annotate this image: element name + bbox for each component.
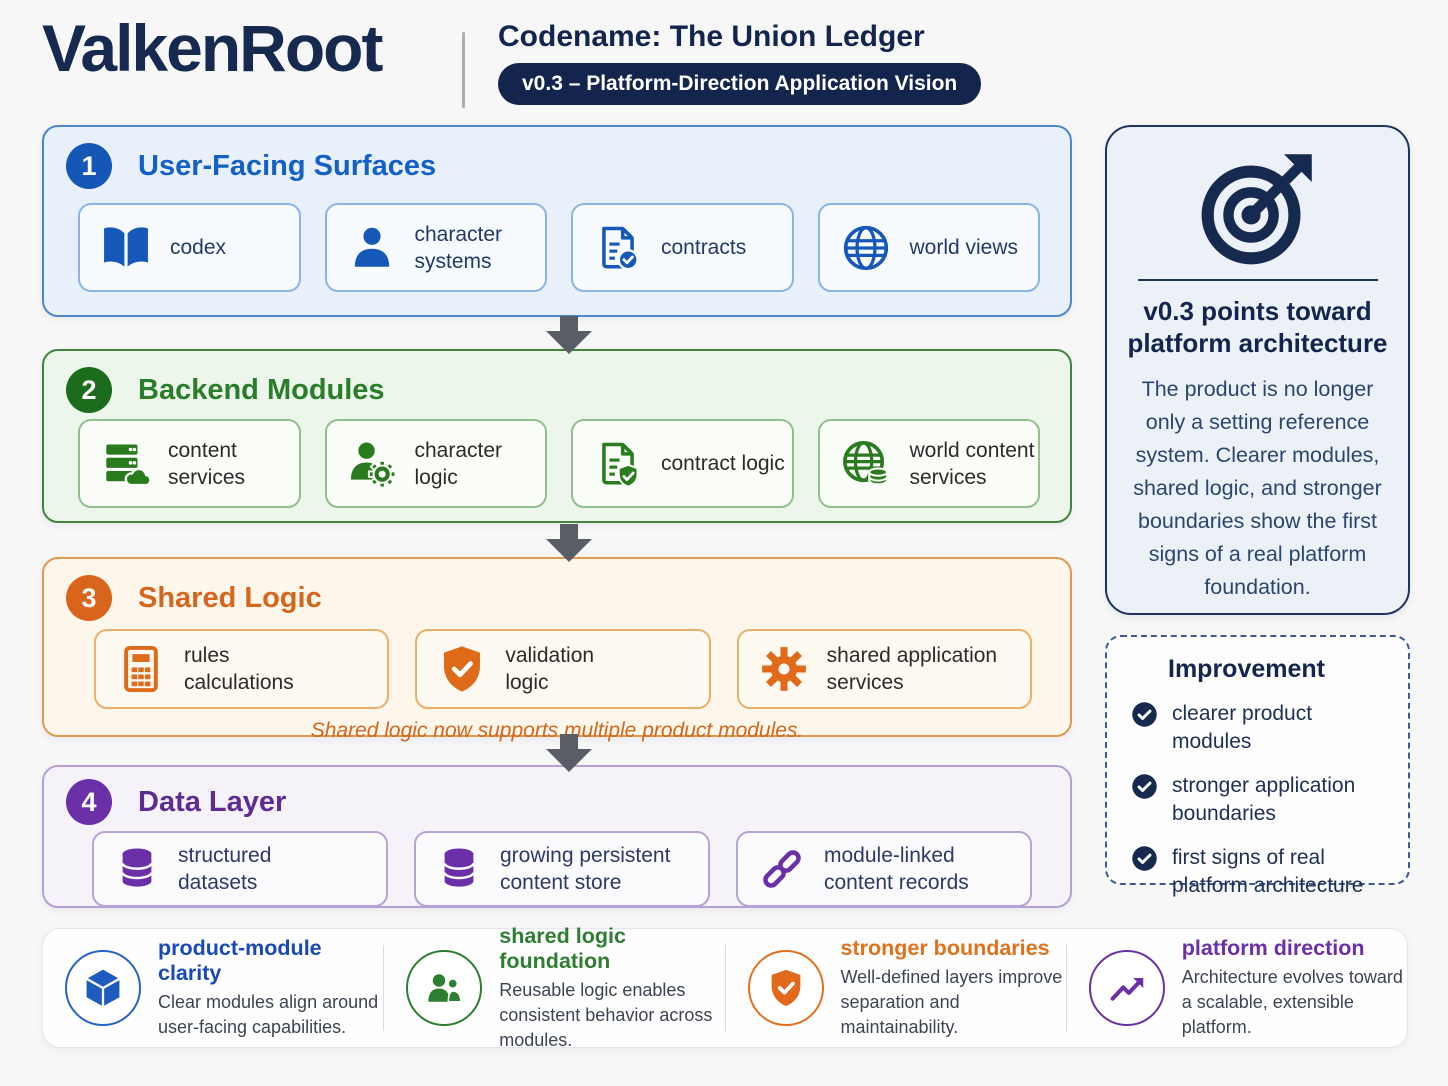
card-character-systems: character systems: [324, 203, 547, 292]
improvement-card: Improvement clearer product modules stro…: [1105, 635, 1410, 897]
codename-title: Codename: The Union Ledger: [498, 20, 925, 53]
card-shared-application-services: shared application services: [736, 629, 1032, 709]
section-number-badge: 3: [66, 575, 112, 621]
improvement-item-text: stronger application boundaries: [1172, 774, 1356, 825]
footer-item-desc: Clear modules align around user-facing c…: [158, 992, 379, 1037]
card-contracts: contracts: [571, 203, 794, 292]
target-icon: [1107, 149, 1408, 267]
footer-item-product-module-clarity: product-module clarity Clear modules ali…: [43, 936, 383, 1037]
flow-arrow-down: [546, 316, 592, 354]
card-world-content-services: world content services: [817, 419, 1040, 508]
shield-check-icon: [437, 644, 487, 694]
footer-item-desc: Reusable logic enables consistent behavi…: [499, 979, 713, 1050]
footer-item-desc: Well-defined layers improve separation a…: [840, 967, 1063, 1037]
app-logo: ValkenRoot: [42, 11, 383, 85]
footer-item-shared-logic-foundation: shared logic foundation Reusable logic e…: [383, 924, 724, 1050]
database-icon: [114, 846, 160, 892]
people-icon: [406, 950, 483, 1026]
card-contract-logic: contract logic: [571, 419, 794, 508]
footer-item-platform-direction: platform direction Architecture evolves …: [1065, 936, 1407, 1037]
card-structured-datasets: structured datasets: [92, 831, 388, 907]
database-icon: [436, 846, 482, 892]
section-number-badge: 1: [66, 143, 112, 189]
card-content-services: content services: [78, 419, 301, 508]
vision-divider: [1137, 279, 1378, 281]
document-check-icon: [593, 223, 643, 273]
trend-up-icon: [1088, 950, 1165, 1026]
vision-title: v0.3 points toward platform architecture: [1127, 296, 1388, 358]
card-label: contracts: [661, 236, 747, 259]
version-badge: v0.3 – Platform-Direction Application Vi…: [498, 63, 982, 105]
card-label: character systems: [414, 222, 503, 273]
footer-item-title: stronger boundaries: [840, 936, 1050, 960]
card-validation-logic: validation logic: [415, 629, 711, 709]
card-label: contract logic: [661, 452, 785, 475]
flow-arrow-down: [546, 524, 592, 562]
card-label: growing persistent content store: [500, 844, 671, 894]
section-data-layer: 4 Data Layer structured datasets: [42, 765, 1072, 908]
improvement-item: stronger application boundaries: [1131, 772, 1388, 828]
card-world-views: world views: [817, 203, 1040, 292]
document-shield-icon: [593, 439, 643, 489]
footer-item-title: product-module clarity: [158, 936, 322, 985]
section-number-badge: 4: [66, 779, 112, 825]
card-label: shared application services: [826, 644, 998, 694]
improvement-item: first signs of real platform architectur…: [1131, 844, 1388, 900]
card-codex: codex: [78, 203, 301, 292]
section-title: User-Facing Surfaces: [138, 149, 437, 182]
gear-icon: [759, 644, 809, 694]
server-cloud-icon: [100, 439, 150, 489]
footer-summary-bar: product-module clarity Clear modules ali…: [42, 924, 1408, 1050]
card-label: content services: [168, 438, 246, 489]
card-label: structured datasets: [178, 844, 272, 894]
footer-item-desc: Architecture evolves toward a scalable, …: [1181, 967, 1403, 1037]
globe-icon: [840, 222, 892, 274]
card-growing-persistent-content-store: growing persistent content store: [414, 831, 710, 907]
shield-icon: [747, 950, 824, 1026]
calculator-icon: [116, 644, 166, 694]
card-label: codex: [170, 236, 227, 259]
card-label: world views: [909, 236, 1019, 259]
card-rules-calculations: rules calculations: [94, 629, 390, 709]
section-title: Data Layer: [138, 785, 287, 818]
footer-item-title: shared logic foundation: [499, 923, 626, 973]
check-circle-icon: [1131, 701, 1158, 728]
improvement-item: clearer product modules: [1131, 700, 1388, 756]
card-character-logic: character logic: [324, 419, 547, 508]
header-divider: [462, 32, 465, 108]
person-gear-icon: [347, 439, 397, 489]
section-title: Backend Modules: [138, 373, 385, 406]
globe-database-icon: [840, 438, 892, 490]
card-label: validation logic: [505, 644, 595, 694]
card-module-linked-content-records: module-linked content records: [736, 831, 1032, 907]
check-circle-icon: [1131, 845, 1158, 872]
person-icon: [347, 223, 397, 273]
improvement-title: Improvement: [1168, 655, 1325, 683]
link-icon: [758, 845, 806, 893]
improvement-item-text: clearer product modules: [1172, 702, 1313, 753]
section-user-facing-surfaces: 1 User-Facing Surfaces codex char: [42, 125, 1072, 317]
cube-icon: [65, 950, 141, 1026]
card-label: character logic: [414, 438, 503, 489]
footer-item-stronger-boundaries: stronger boundaries Well-defined layers …: [724, 936, 1066, 1037]
section-shared-logic: 3 Shared Logic rules calculations: [42, 557, 1072, 742]
section-number-badge: 2: [66, 367, 112, 413]
vision-card: v0.3 points toward platform architecture…: [1105, 125, 1410, 615]
shared-logic-note: Shared logic now supports multiple produ…: [310, 719, 804, 742]
card-label: rules calculations: [184, 644, 294, 694]
improvement-item-text: first signs of real platform architectur…: [1172, 846, 1364, 897]
vision-body: The product is no longer only a setting …: [1133, 377, 1382, 599]
section-backend-modules: 2 Backend Modules content services: [42, 349, 1072, 523]
flow-arrow-down: [546, 734, 592, 772]
book-icon: [100, 222, 152, 274]
card-label: world content services: [909, 438, 1035, 489]
footer-item-title: platform direction: [1181, 936, 1365, 960]
card-label: module-linked content records: [824, 844, 969, 894]
section-title: Shared Logic: [138, 581, 322, 614]
check-circle-icon: [1131, 773, 1158, 800]
